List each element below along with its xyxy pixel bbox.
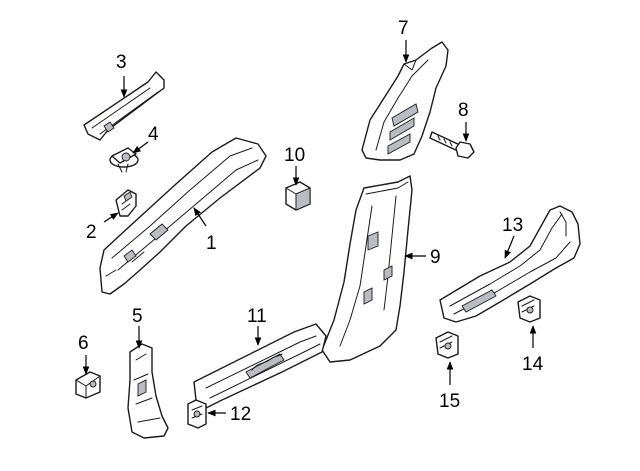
part-12-clip	[187, 399, 207, 429]
part-4-push-clip	[109, 147, 139, 173]
part-1-pillar-trim	[99, 137, 267, 295]
part-2-clip	[115, 189, 137, 217]
callout-15: 15	[439, 391, 460, 412]
part-8-bolt	[429, 131, 475, 159]
callout-labels: 1 2 3 4 5 6 7 8 9 10 11 12 13 14 15	[78, 18, 544, 425]
part-11-scuff-plate	[193, 323, 327, 409]
part-15-clip	[435, 331, 459, 359]
part-13-sill-trim	[439, 205, 581, 323]
part-10-block	[285, 181, 311, 211]
callout-1: 1	[206, 233, 217, 254]
callout-8: 8	[458, 100, 469, 121]
part-9-lower-pillar-trim	[321, 175, 413, 363]
part-6-clip	[75, 371, 101, 399]
callout-5: 5	[132, 306, 143, 327]
callout-12: 12	[230, 404, 251, 425]
part-7-upper-pillar-trim	[361, 41, 449, 161]
part-5-bracket-trim	[127, 343, 169, 439]
callout-14: 14	[522, 354, 544, 375]
callout-10: 10	[284, 145, 305, 166]
leader-13	[504, 235, 515, 259]
callout-9: 9	[430, 247, 441, 268]
leader-lines	[82, 40, 537, 417]
callout-3: 3	[116, 52, 127, 73]
part-3-trim-strip	[83, 71, 165, 141]
callout-7: 7	[398, 18, 409, 39]
callout-6: 6	[78, 333, 89, 354]
leader-2	[103, 212, 119, 223]
callout-11: 11	[247, 306, 267, 327]
callout-4: 4	[148, 124, 159, 145]
leader-1	[193, 207, 207, 227]
callout-2: 2	[86, 222, 97, 243]
leader-4	[132, 141, 149, 154]
part-14-clip	[517, 295, 541, 323]
callout-13: 13	[502, 215, 523, 236]
